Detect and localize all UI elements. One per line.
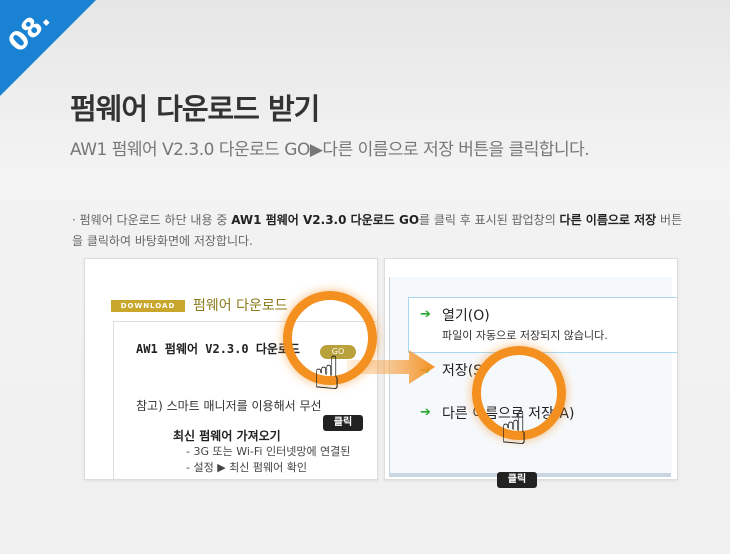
highlight-ring <box>472 346 566 440</box>
download-badge: DOWNLOAD <box>111 300 185 312</box>
reference-text: 참고) 스마트 매니저를 이용해서 무선 <box>136 399 322 413</box>
note-bold-save-as: 다른 이름으로 저장 <box>559 213 657 227</box>
note-suffix: 버튼을 클릭하여 바탕화면에 저장합니다. <box>72 213 683 248</box>
instruction-note: · 펌웨어 다운로드 하단 내용 중 AW1 펌웨어 V2.3.0 다운로드 G… <box>72 210 692 252</box>
note-prefix: · 펌웨어 다운로드 하단 내용 중 <box>72 213 232 227</box>
page-title: 펌웨어 다운로드 받기 <box>70 92 320 126</box>
download-box <box>113 321 377 479</box>
arrow-right-icon: ➔ <box>420 405 431 420</box>
note-bold-firmware: AW1 펌웨어 V2.3.0 다운로드 GO <box>231 213 420 227</box>
note-middle: 를 클릭 후 표시된 팝업창의 <box>419 213 560 227</box>
firmware-download-label: AW1 펌웨어 V2.3.0 다운로드 <box>136 342 300 356</box>
pointer-hand-icon: ☝ <box>313 346 342 400</box>
highlight-ring <box>283 291 377 385</box>
latest-firmware-title: 최신 펌웨어 가져오기 <box>173 429 281 443</box>
open-option-box[interactable] <box>408 297 677 353</box>
click-label: 클릭 <box>497 472 537 488</box>
step-corner-badge <box>0 0 96 96</box>
arrow-right-icon: ➔ <box>420 307 431 322</box>
pointer-hand-icon: ☝ <box>500 401 529 455</box>
download-heading: 펌웨어 다운로드 <box>193 298 288 314</box>
latest-item: - 3G 또는 Wi-Fi 인터넷망에 연결된 <box>186 445 351 458</box>
orange-arrow-icon <box>347 350 435 384</box>
page-subtitle: AW1 펌웨어 V2.3.0 다운로드 GO▶다른 이름으로 저장 버튼을 클릭… <box>70 140 590 160</box>
open-option-label[interactable]: 열기(O) <box>442 308 490 324</box>
open-option-desc: 파일이 자동으로 저장되지 않습니다. <box>442 329 608 342</box>
latest-item: - 설정 ▶ 최신 펌웨어 확인 <box>186 461 307 474</box>
click-label: 클릭 <box>323 415 363 431</box>
